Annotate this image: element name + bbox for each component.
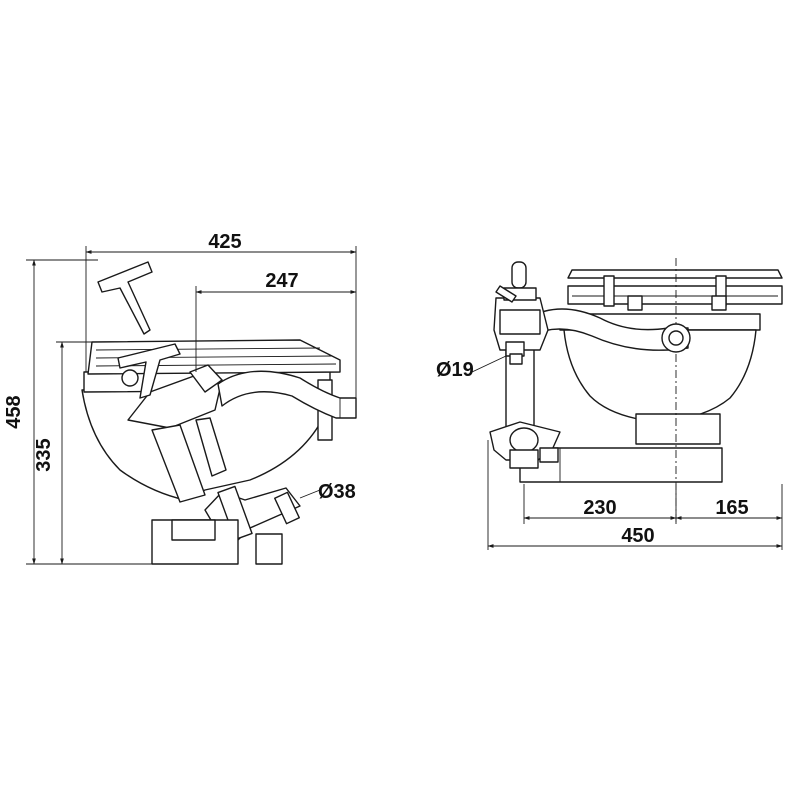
- side-discharge-pipe: [151, 424, 206, 503]
- front-base: [519, 447, 723, 483]
- dim-overall-height: 458: [3, 395, 25, 428]
- side-flush-hose: [217, 370, 357, 419]
- dim-seat-height: 335: [33, 438, 55, 471]
- side-pump-handle: [117, 343, 181, 399]
- dim-overall-length: 425: [208, 231, 241, 253]
- dim-base-right: 165: [715, 497, 748, 519]
- front-pedestal: [635, 413, 721, 445]
- dim-outlet-diameter: Ø38: [318, 481, 356, 503]
- dim-base-left: 230: [583, 497, 616, 519]
- front-flush-hose: [527, 308, 689, 351]
- dim-inlet-diameter: Ø19: [436, 359, 474, 381]
- front-view: Ø19 230 165 450: [436, 258, 783, 550]
- dim-pump-offset: 247: [265, 270, 298, 292]
- dim-overall-width: 450: [621, 525, 654, 547]
- side-pump-handle-raised: [97, 261, 153, 335]
- side-view: 425 247 458 335 Ø38: [3, 231, 357, 565]
- front-seat: [567, 285, 783, 305]
- front-pump-handle: [511, 261, 527, 289]
- front-lid: [567, 269, 783, 279]
